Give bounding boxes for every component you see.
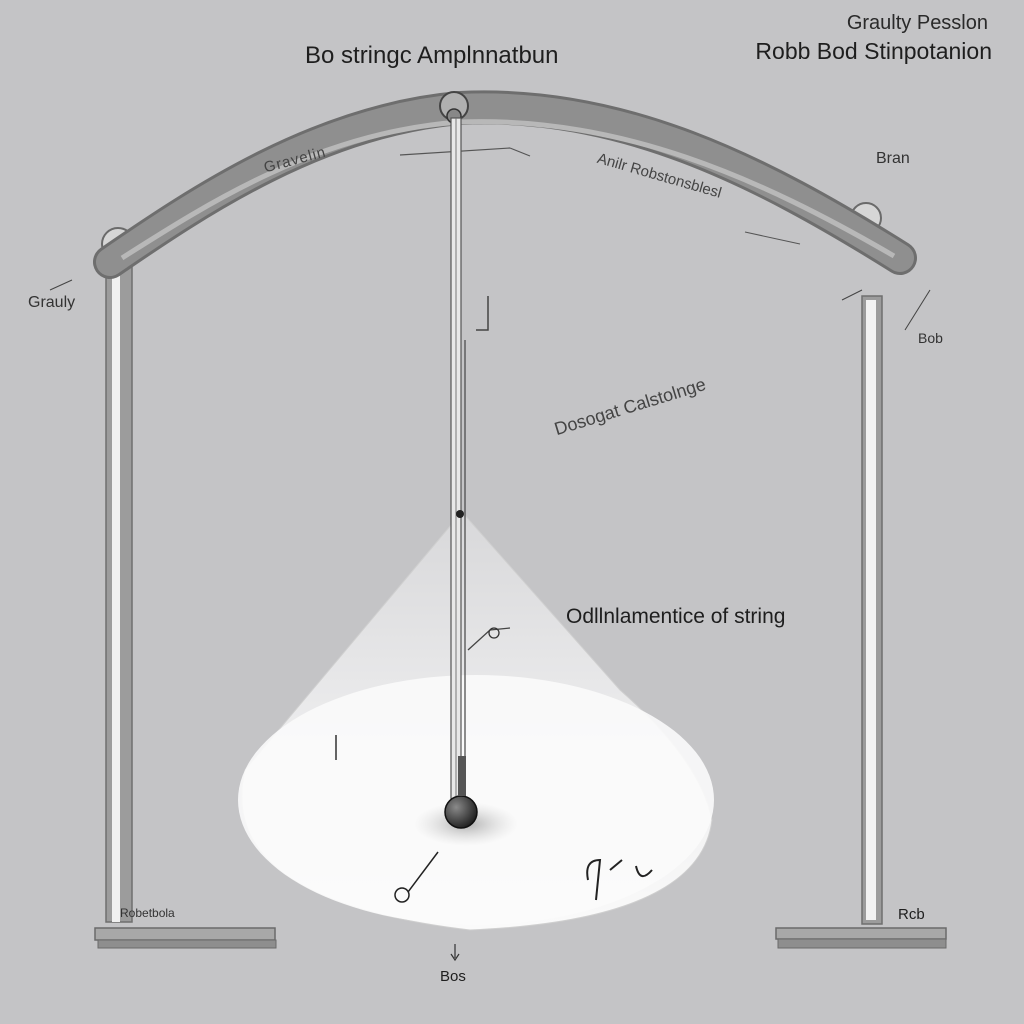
oscillation-label: Odllnlamentice of string <box>566 605 786 628</box>
bob-bottom-label: Bos <box>440 968 466 985</box>
bob-right-label: Bob <box>918 330 943 346</box>
pendulum-bob <box>444 795 478 829</box>
diagram-title: Bo stringc Amplnnatbun <box>305 42 559 69</box>
bran-label: Bran <box>876 150 910 167</box>
top-right-label-1: Graulty Pesslon <box>846 12 988 34</box>
left-base <box>94 927 276 941</box>
bottom-left-label: Robetbola <box>120 906 175 920</box>
gravity-label: Grauly <box>28 294 76 311</box>
top-right-label-2: Robb Bod Stinpotanion <box>755 38 992 64</box>
bottom-right-label: Rcb <box>898 906 925 923</box>
right-base <box>775 927 947 940</box>
cone-base-ellipse <box>238 675 714 925</box>
